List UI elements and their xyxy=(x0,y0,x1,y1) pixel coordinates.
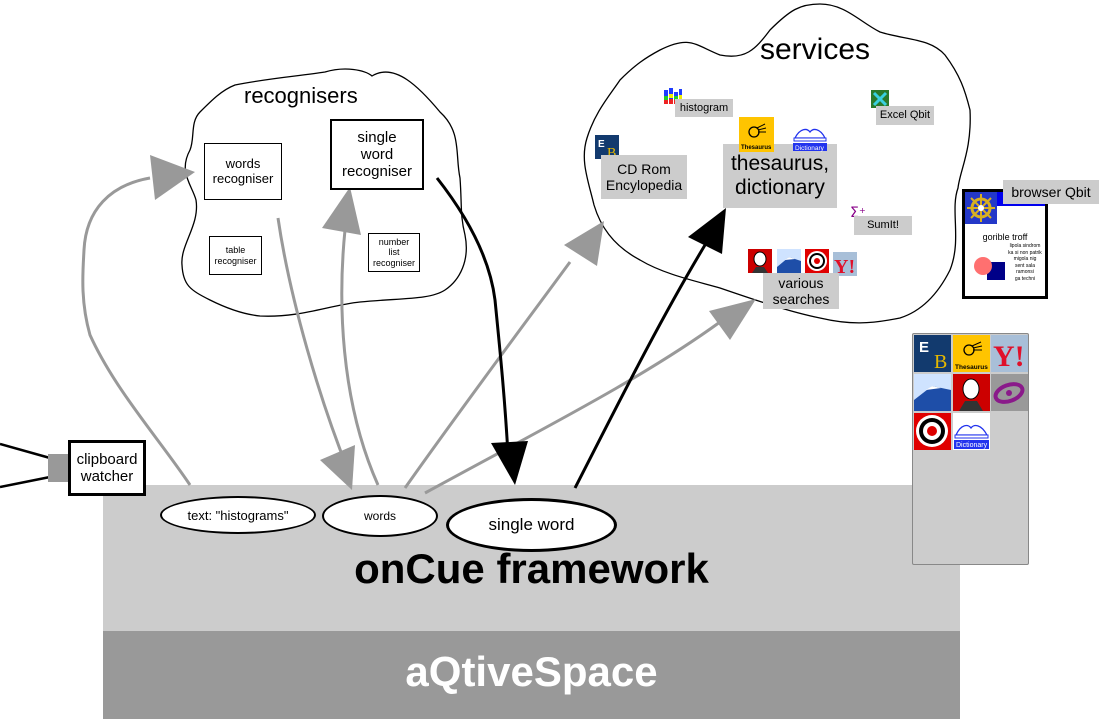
svg-text:Dictionary: Dictionary xyxy=(795,145,825,152)
service-sumit-label: SumIt! xyxy=(867,219,899,232)
svg-text:Dictionary: Dictionary xyxy=(956,442,988,449)
browser-page-text: lipola sindrom ka si non patrik migola n… xyxy=(1008,243,1042,282)
clipboard-wire-bottom xyxy=(0,475,51,489)
services-title: services xyxy=(760,33,871,66)
service-thesaurus-label: thesaurus, dictionary xyxy=(730,151,830,199)
table-recogniser-label: table recogniser xyxy=(214,245,257,266)
service-sumit[interactable]: SumIt! xyxy=(854,216,912,235)
aqtivespace-layer xyxy=(103,631,960,719)
recognisers-title: recognisers xyxy=(244,83,358,108)
arrowhead-single-word-recogniser xyxy=(322,187,361,235)
browser-qbit-label[interactable]: browser Qbit xyxy=(1003,180,1099,204)
arrow-words-recogniser-to-words xyxy=(276,217,350,471)
service-various-searches[interactable]: various searches xyxy=(763,273,839,309)
clipboard-watcher[interactable]: clipboard watcher xyxy=(68,440,146,496)
number-list-recogniser-label: number list recogniser xyxy=(372,236,416,268)
arrowhead-words-recogniser xyxy=(150,155,195,200)
number-list-recogniser[interactable]: number list recogniser xyxy=(368,233,420,272)
dictionary-icon: Dictionary xyxy=(793,128,827,152)
arrow-text-to-words-recogniser xyxy=(81,176,192,486)
arrowhead-various-searches xyxy=(709,299,756,340)
data-item-words-label: words xyxy=(363,509,396,523)
data-item-text-label: text: "histograms" xyxy=(187,507,289,523)
service-cd-rom-label: CD Rom Encylopedia xyxy=(605,160,683,193)
ship-wheel-icon xyxy=(965,192,997,224)
sigma-icon: Σ+ xyxy=(850,205,866,219)
service-various-searches-label: various searches xyxy=(772,274,830,307)
recognisers-cloud xyxy=(181,68,467,317)
clipboard-watcher-label: clipboard watcher xyxy=(76,450,138,485)
mountain-icon xyxy=(777,249,801,273)
palette-encyclopedia-britannica-icon[interactable]: EB xyxy=(914,335,951,372)
service-excel-qbit[interactable]: Excel Qbit xyxy=(876,106,934,125)
svg-text:Σ: Σ xyxy=(850,205,859,219)
clipboard-connector xyxy=(48,454,70,482)
words-recogniser-label: words recogniser xyxy=(212,155,274,186)
browser-qbit-label-text: browser Qbit xyxy=(1011,183,1091,200)
arrowhead-cd-rom xyxy=(564,221,604,266)
service-cd-rom-encyclopedia[interactable]: CD Rom Encylopedia xyxy=(601,155,687,199)
browser-qbit-window[interactable]: gorible troff lipola sindrom ka si non p… xyxy=(962,189,1048,299)
aqtivespace-title: aQtiveSpace xyxy=(405,648,658,695)
data-item-words[interactable]: words xyxy=(322,495,438,537)
service-histogram-label: histogram xyxy=(679,101,729,114)
data-item-single-word-label: single word xyxy=(488,515,575,534)
yahoo-icon: Y! xyxy=(833,252,857,276)
arrow-single-word-recogniser-to-single-word xyxy=(435,177,510,456)
service-excel-qbit-label: Excel Qbit xyxy=(879,109,931,122)
excel-icon xyxy=(871,90,889,108)
palette-thesaurus-icon[interactable]: Thesaurus xyxy=(953,335,990,372)
arrowhead-words xyxy=(320,445,355,490)
svg-text:Y!: Y! xyxy=(834,256,855,276)
clipboard-wire-top xyxy=(0,442,51,460)
service-thesaurus-dictionary[interactable]: thesaurus, dictionary xyxy=(723,144,837,208)
palette-target-icon[interactable] xyxy=(914,413,951,450)
words-recogniser[interactable]: words recogniser xyxy=(204,143,282,200)
arrowhead-thesaurus xyxy=(688,208,726,254)
person-icon xyxy=(748,249,772,273)
arrowhead-single-word xyxy=(491,441,528,485)
single-word-recogniser[interactable]: single word recogniser xyxy=(330,119,424,190)
arrow-words-to-various-searches xyxy=(424,320,721,495)
arrow-words-to-single-word-recogniser xyxy=(340,229,380,486)
svg-text:E: E xyxy=(919,339,929,356)
thesaurus-icon: Thesaurus xyxy=(739,117,774,152)
svg-text:Thesaurus: Thesaurus xyxy=(741,145,772,151)
arrow-single-word-to-thesaurus xyxy=(573,244,707,489)
single-word-recogniser-label: single word recogniser xyxy=(341,128,413,181)
svg-text:Thesaurus: Thesaurus xyxy=(955,364,988,371)
palette-dictionary-icon[interactable]: Dictionary xyxy=(953,413,990,450)
table-recogniser[interactable]: table recogniser xyxy=(209,236,262,275)
palette-mountain-icon[interactable] xyxy=(914,374,951,411)
browser-page-title: gorible troff xyxy=(982,232,1028,242)
target-icon xyxy=(805,249,829,273)
oncue-framework-title: onCue framework xyxy=(354,545,709,592)
data-item-text[interactable]: text: "histograms" xyxy=(160,496,316,534)
services-cloud xyxy=(583,3,971,324)
svg-text:B: B xyxy=(607,146,616,159)
palette-person-icon[interactable] xyxy=(953,374,990,411)
svg-text:B: B xyxy=(934,351,947,372)
service-histogram[interactable]: histogram xyxy=(675,99,733,117)
svg-text:E: E xyxy=(598,139,605,150)
svg-text:+: + xyxy=(859,206,866,215)
svg-text:Y!: Y! xyxy=(993,340,1025,372)
palette-galaxy-icon[interactable] xyxy=(991,374,1028,411)
sphere-cube-icon xyxy=(974,257,1005,280)
arrow-words-to-cd-rom xyxy=(403,261,572,489)
palette-yahoo-icon[interactable]: Y! xyxy=(991,335,1028,372)
data-item-single-word[interactable]: single word xyxy=(446,498,617,552)
